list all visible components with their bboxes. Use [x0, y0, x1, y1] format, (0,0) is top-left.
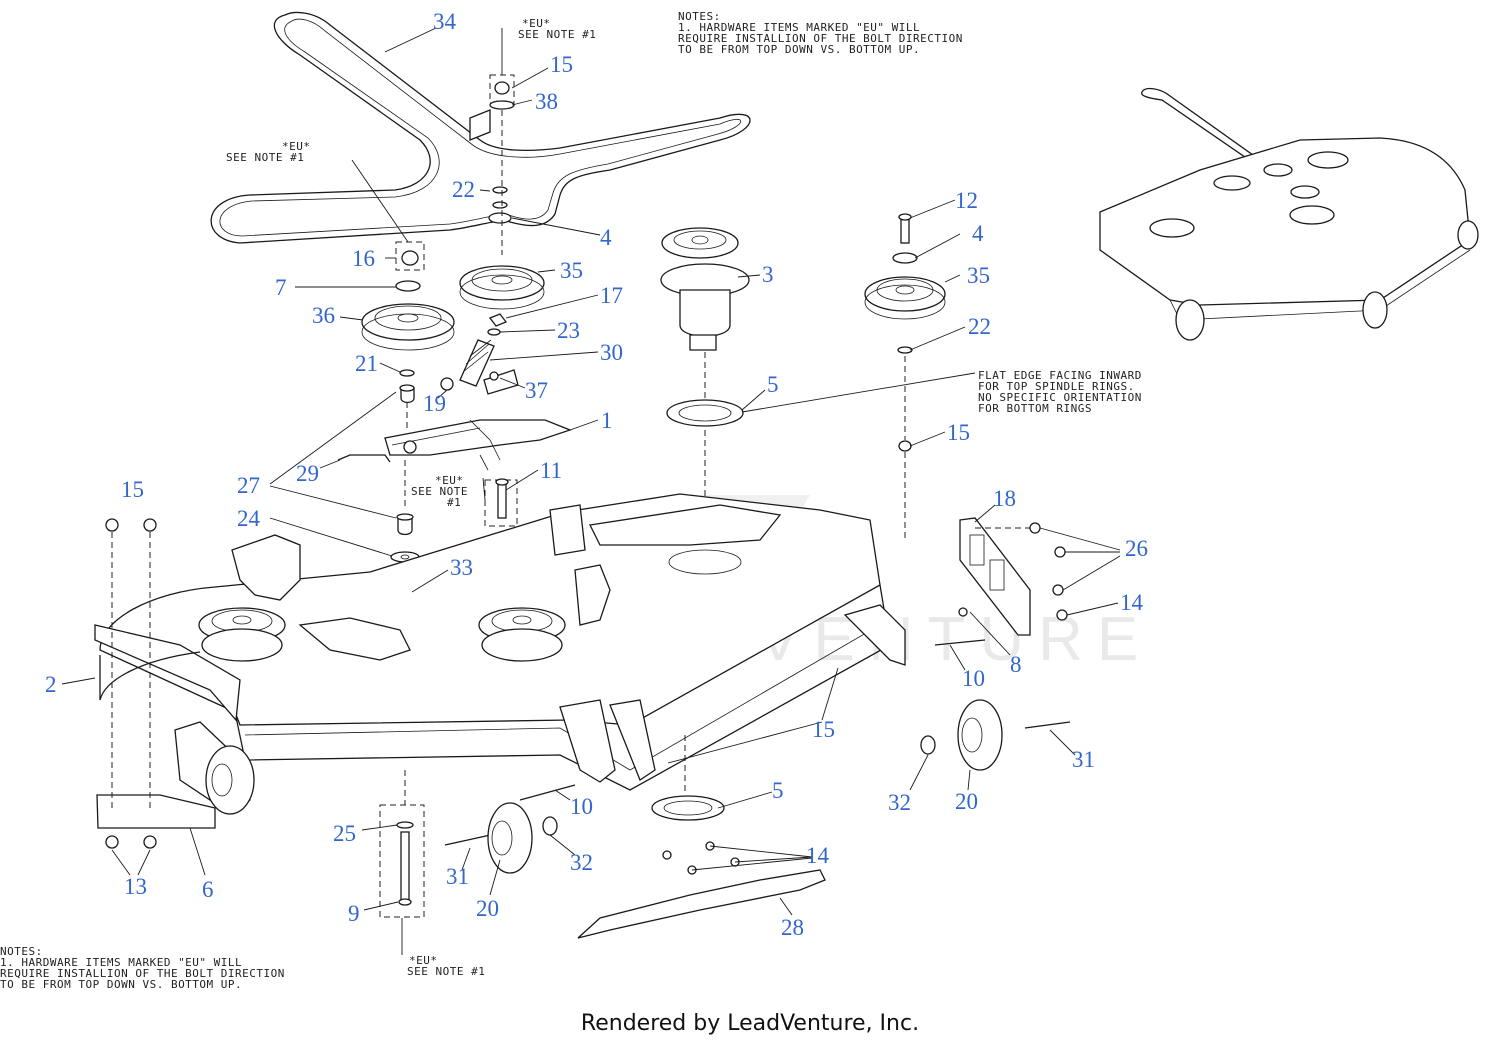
- svg-text:TO BE FROM TOP DOWN VS. BOTTOM: TO BE FROM TOP DOWN VS. BOTTOM UP.: [0, 978, 242, 991]
- belt: [210, 11, 751, 244]
- svg-text:*EU*: *EU*: [409, 954, 438, 967]
- svg-text:SEE NOTE: SEE NOTE: [411, 485, 468, 498]
- deck-thumbnail: [1099, 87, 1479, 341]
- leader-lines: [61, 27, 1121, 955]
- callout-22[interactable]: 22: [452, 177, 475, 202]
- spindle-assembly: [660, 227, 750, 510]
- callout-13[interactable]: 13: [124, 874, 147, 899]
- callout-15d[interactable]: 15: [812, 717, 835, 742]
- footer-credit: Rendered by LeadVenture, Inc.: [581, 1011, 919, 1036]
- pulley-stack-center: [440, 74, 545, 395]
- callout-12[interactable]: 12: [955, 188, 978, 213]
- bolt-11: [484, 478, 518, 527]
- svg-text:REQUIRE INSTALLION OF THE BOLT: REQUIRE INSTALLION OF THE BOLT DIRECTION: [0, 967, 285, 980]
- callout-15[interactable]: 15: [550, 52, 573, 77]
- callout-30[interactable]: 30: [600, 340, 623, 365]
- callout-32b[interactable]: 32: [570, 850, 593, 875]
- idler-stack-right: [864, 213, 946, 540]
- callout-5b[interactable]: 5: [772, 778, 784, 803]
- svg-text:SEE NOTE #1: SEE NOTE #1: [226, 151, 304, 164]
- callout-15b[interactable]: 15: [121, 477, 144, 502]
- svg-text:NO SPECIFIC ORIENTATION: NO SPECIFIC ORIENTATION: [978, 391, 1142, 404]
- callout-3[interactable]: 3: [762, 262, 774, 287]
- callout-32[interactable]: 32: [888, 790, 911, 815]
- idler-bracket: [337, 419, 572, 471]
- callout-5[interactable]: 5: [767, 372, 779, 397]
- callout-4[interactable]: 4: [600, 225, 612, 250]
- eu-label-3: *EU* SEE NOTE #1: [411, 474, 468, 509]
- callout-38[interactable]: 38: [535, 89, 558, 114]
- callout-25[interactable]: 25: [333, 821, 356, 846]
- gauge-wheel-rear: [920, 699, 1071, 771]
- callout-35b[interactable]: 35: [967, 263, 990, 288]
- svg-text:SEE NOTE #1: SEE NOTE #1: [518, 28, 596, 41]
- callout-18[interactable]: 18: [993, 486, 1016, 511]
- callout-10b[interactable]: 10: [570, 794, 593, 819]
- callout-7[interactable]: 7: [275, 275, 287, 300]
- axle-bolt-lower: [379, 770, 425, 918]
- svg-text:FLAT EDGE FACING INWARD: FLAT EDGE FACING INWARD: [978, 369, 1142, 382]
- callout-23[interactable]: 23: [557, 318, 580, 343]
- blade-assembly: [577, 735, 826, 939]
- callout-1[interactable]: 1: [601, 408, 613, 433]
- mower-deck: [94, 493, 906, 829]
- svg-text:*EU*: *EU*: [435, 474, 464, 487]
- callout-10[interactable]: 10: [962, 666, 985, 691]
- eu-label-2: *EU* SEE NOTE #1: [226, 140, 311, 164]
- callouts: 34 15 38 22 4 16 7 35 17 36 23 30 21 37 …: [45, 9, 1148, 940]
- trim-bracket: [934, 517, 1068, 646]
- callout-29[interactable]: 29: [296, 461, 319, 486]
- callout-4b[interactable]: 4: [972, 221, 984, 246]
- svg-text:NOTES:: NOTES:: [0, 945, 43, 958]
- callout-21[interactable]: 21: [355, 351, 378, 376]
- svg-text:REQUIRE INSTALLION OF THE BOLT: REQUIRE INSTALLION OF THE BOLT DIRECTION: [678, 32, 963, 45]
- callout-36[interactable]: 36: [312, 303, 335, 328]
- callout-14[interactable]: 14: [1120, 590, 1144, 615]
- callout-8[interactable]: 8: [1010, 652, 1022, 677]
- note-top: NOTES: 1. HARDWARE ITEMS MARKED "EU" WIL…: [678, 10, 963, 56]
- callout-28[interactable]: 28: [781, 915, 804, 940]
- eu-label-4: *EU* SEE NOTE #1: [407, 954, 485, 978]
- svg-text:1. HARDWARE ITEMS MARKED "EU": 1. HARDWARE ITEMS MARKED "EU" WILL: [678, 21, 920, 34]
- flat-edge-note: FLAT EDGE FACING INWARD FOR TOP SPINDLE …: [978, 369, 1142, 415]
- callout-35[interactable]: 35: [560, 258, 583, 283]
- callout-31[interactable]: 31: [1072, 747, 1095, 772]
- callout-19[interactable]: 19: [423, 391, 446, 416]
- callout-11[interactable]: 11: [540, 458, 562, 483]
- callout-26[interactable]: 26: [1125, 536, 1148, 561]
- callout-20b[interactable]: 20: [476, 896, 499, 921]
- callout-22b[interactable]: 22: [968, 314, 991, 339]
- svg-text:FOR BOTTOM RINGS: FOR BOTTOM RINGS: [978, 402, 1092, 415]
- svg-text:SEE NOTE #1: SEE NOTE #1: [407, 965, 485, 978]
- svg-text:*EU*: *EU*: [282, 140, 311, 153]
- svg-text:#1: #1: [447, 496, 461, 509]
- gauge-wheel-front: [444, 784, 576, 874]
- callout-16[interactable]: 16: [352, 246, 375, 271]
- svg-text:FOR TOP SPINDLE RINGS.: FOR TOP SPINDLE RINGS.: [978, 380, 1135, 393]
- callout-31b[interactable]: 31: [446, 864, 469, 889]
- callout-6[interactable]: 6: [202, 877, 214, 902]
- note-bottom: NOTES: 1. HARDWARE ITEMS MARKED "EU" WIL…: [0, 945, 285, 991]
- callout-24[interactable]: 24: [237, 506, 261, 531]
- callout-37[interactable]: 37: [525, 378, 548, 403]
- callout-27[interactable]: 27: [237, 473, 260, 498]
- callout-15c[interactable]: 15: [947, 420, 970, 445]
- callout-17[interactable]: 17: [600, 283, 623, 308]
- svg-text:*EU*: *EU*: [522, 17, 551, 30]
- callout-20[interactable]: 20: [955, 789, 978, 814]
- svg-text:TO BE FROM TOP DOWN VS. BOTTOM: TO BE FROM TOP DOWN VS. BOTTOM UP.: [678, 43, 920, 56]
- callout-2[interactable]: 2: [45, 672, 57, 697]
- callout-9[interactable]: 9: [348, 901, 360, 926]
- svg-text:1. HARDWARE ITEMS MARKED "EU": 1. HARDWARE ITEMS MARKED "EU" WILL: [0, 956, 242, 969]
- eu-label-1: *EU* SEE NOTE #1: [518, 17, 596, 41]
- idler-stack-left: [361, 241, 455, 596]
- callout-14b[interactable]: 14: [806, 843, 830, 868]
- svg-text:NOTES:: NOTES:: [678, 10, 721, 23]
- callout-34[interactable]: 34: [433, 9, 457, 34]
- callout-33[interactable]: 33: [450, 555, 473, 580]
- hardware-lines-left: [105, 518, 157, 849]
